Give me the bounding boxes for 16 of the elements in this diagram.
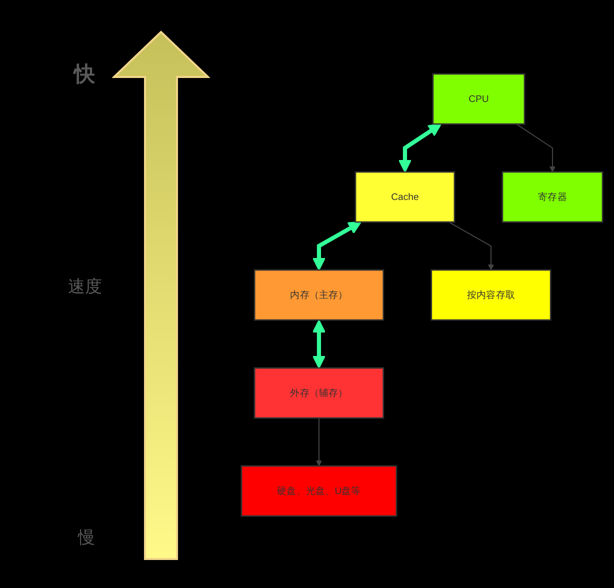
node-box: Cache [354,171,456,223]
speed-label: 速度 [68,277,102,298]
node-box: 按内容存取 [430,269,552,321]
node-box: 内存（主存） [254,269,384,321]
fast-label: 快 [74,62,95,88]
node-box: 外存（辅存） [254,367,384,419]
arrow [448,222,494,270]
arrow [312,320,326,369]
arrow [316,418,322,466]
node-box: CPU [432,73,526,125]
node-box: 硬盘、光盘、U盘等 [240,465,398,517]
arrow [312,222,362,271]
node-box: 寄存器 [502,171,604,223]
arrow [398,124,442,173]
arrow [516,124,556,172]
slow-label: 慢 [78,528,95,548]
